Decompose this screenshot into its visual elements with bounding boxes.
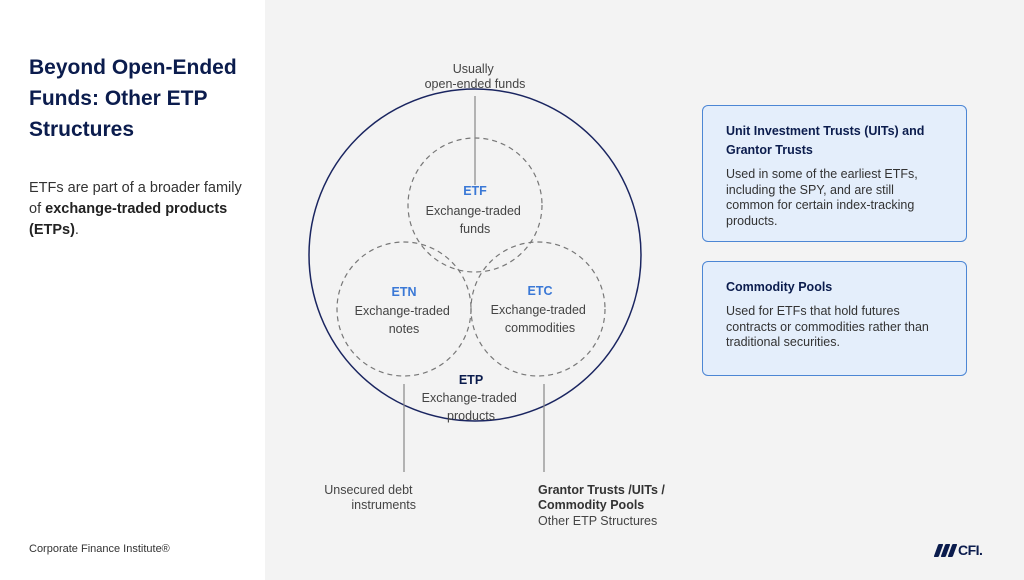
svg-text:Usually open-ended funds: Usually open-ended funds [425, 62, 526, 91]
top-note-line1: Usually [453, 62, 495, 76]
intro-text: ETFs are part of a broader family of exc… [29, 178, 254, 241]
svg-text:Unsecured debt instruments: Unsecured debt instruments [324, 483, 416, 512]
commodity-pools-card-title: Commodity Pools [726, 280, 833, 294]
svg-text:Grantor Trusts /UITs / Com: Grantor Trusts /UITs / Commodity Pools O… [538, 483, 668, 528]
etc-circle [470, 241, 606, 377]
etp-abbr: ETP [459, 373, 483, 387]
page-title: Beyond Open-Ended Funds: Other ETP Struc… [29, 56, 237, 141]
etc-abbr: ETC [528, 284, 553, 298]
commodity-pools-card: Commodity Pools Used for ETFs that hold … [702, 261, 967, 376]
bottom-right-note-line: Other ETP Structures [538, 514, 657, 528]
etn-abbr: ETN [392, 285, 417, 299]
etn-line2: notes [389, 322, 420, 336]
intro-suffix: . [74, 222, 79, 238]
etp-line2: products [447, 409, 495, 423]
etn-line1: Exchange-traded [355, 304, 450, 318]
uit-card-body: Used in some of the earliest ETFs, inclu… [726, 167, 918, 228]
uit-card-title: Unit Investment Trusts (UITs) and Granto… [726, 124, 925, 157]
cfi-logo-icon [933, 543, 958, 557]
footer-credit: Corporate Finance Institute® [29, 543, 170, 555]
svg-text:Exchange-traded commoditie: Exchange-traded commodities [491, 303, 590, 335]
etc-line2: commodities [505, 321, 575, 335]
etc-line1: Exchange-traded [491, 303, 586, 317]
intro-prefix: ETFs are part of a broader family of [29, 180, 242, 217]
uit-card: Unit Investment Trusts (UITs) and Granto… [702, 105, 967, 242]
etp-outer-circle [308, 88, 642, 422]
cfi-logo-text: CFI. [958, 542, 983, 558]
etf-line2: funds [460, 222, 491, 236]
svg-text:Exchange-traded notes: Exchange-traded notes [355, 304, 454, 336]
svg-text:Exchange-traded products: Exchange-traded products [422, 391, 521, 423]
intro-bold: exchange-traded products (ETPs) [29, 201, 228, 238]
cfi-logo: CFI. [933, 542, 983, 558]
etp-line1: Exchange-traded [422, 391, 517, 405]
bottom-left-note-line2: instruments [351, 498, 416, 512]
etp-venn-diagram: Usually open-ended funds ETF Exchange-tr… [308, 62, 668, 528]
etf-line1: Exchange-traded [426, 204, 521, 218]
commodity-pools-card-body: Used for ETFs that hold futures contract… [726, 304, 929, 349]
bottom-right-note-bold1: Grantor Trusts /UITs / [538, 483, 665, 497]
bottom-right-note-bold2: Commodity Pools [538, 498, 644, 512]
etf-abbr: ETF [463, 184, 487, 198]
svg-text:Exchange-traded funds: Exchange-traded funds [426, 204, 525, 236]
top-note-line2: open-ended funds [425, 77, 526, 91]
left-panel [0, 0, 265, 580]
bottom-left-note-line1: Unsecured debt [324, 483, 413, 497]
